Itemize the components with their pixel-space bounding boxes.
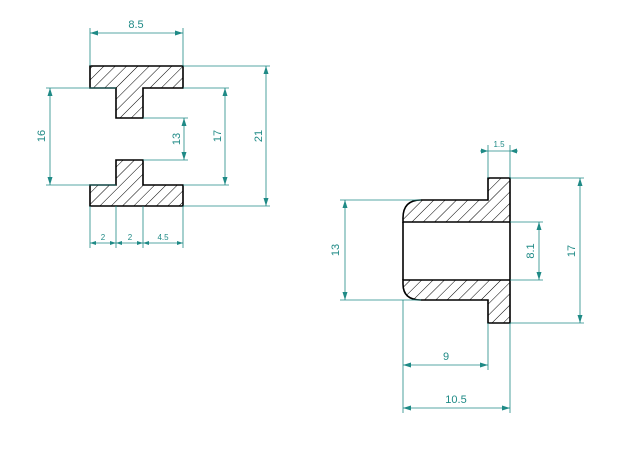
dim-top-width: 8.5 [90, 19, 183, 36]
dim-height-21: 21 [253, 66, 269, 206]
dim-length-9: 9 [403, 351, 488, 368]
dim-label-17-left: 17 [212, 130, 224, 142]
bushing-lower-wall [402, 279, 511, 324]
dim-label-1-5: 1.5 [493, 140, 505, 149]
dim-gap-16: 16 [36, 88, 53, 185]
dim-height-13-right: 13 [330, 200, 348, 300]
dim-label-16: 16 [36, 130, 48, 142]
dim-label-bottom-2b: 2 [128, 233, 133, 242]
left-extension-lines [46, 28, 270, 248]
right-extension-lines [340, 145, 584, 413]
lower-t-section [89, 159, 184, 207]
dim-bore-8-1: 8.1 [525, 222, 542, 280]
dim-height-17: 17 [212, 88, 228, 185]
dim-label-17-right: 17 [566, 245, 578, 257]
dim-label-21: 21 [253, 130, 265, 142]
dim-label-13: 13 [171, 133, 183, 145]
dim-label-bottom-2a: 2 [101, 233, 106, 242]
dim-height-17-right: 17 [566, 178, 583, 323]
dim-label-9: 9 [443, 351, 449, 363]
dim-label-8-1: 8.1 [525, 243, 537, 258]
dim-label-bottom-4-5: 4.5 [157, 233, 169, 242]
dim-label-10-5: 10.5 [445, 394, 466, 406]
right-cross-section: 1.5 13 8.1 17 9 [330, 140, 584, 413]
dim-gap-13: 13 [171, 118, 187, 160]
dim-bottom-chain: 2 2 4.5 [90, 233, 183, 245]
upper-t-section [89, 65, 184, 119]
dim-label-8-5: 8.5 [128, 19, 143, 31]
dim-flange-1-5: 1.5 [480, 140, 518, 154]
dim-length-10-5: 10.5 [403, 394, 510, 411]
dim-label-13-right: 13 [330, 244, 342, 256]
left-cross-section: 8.5 16 13 17 21 [36, 19, 270, 248]
